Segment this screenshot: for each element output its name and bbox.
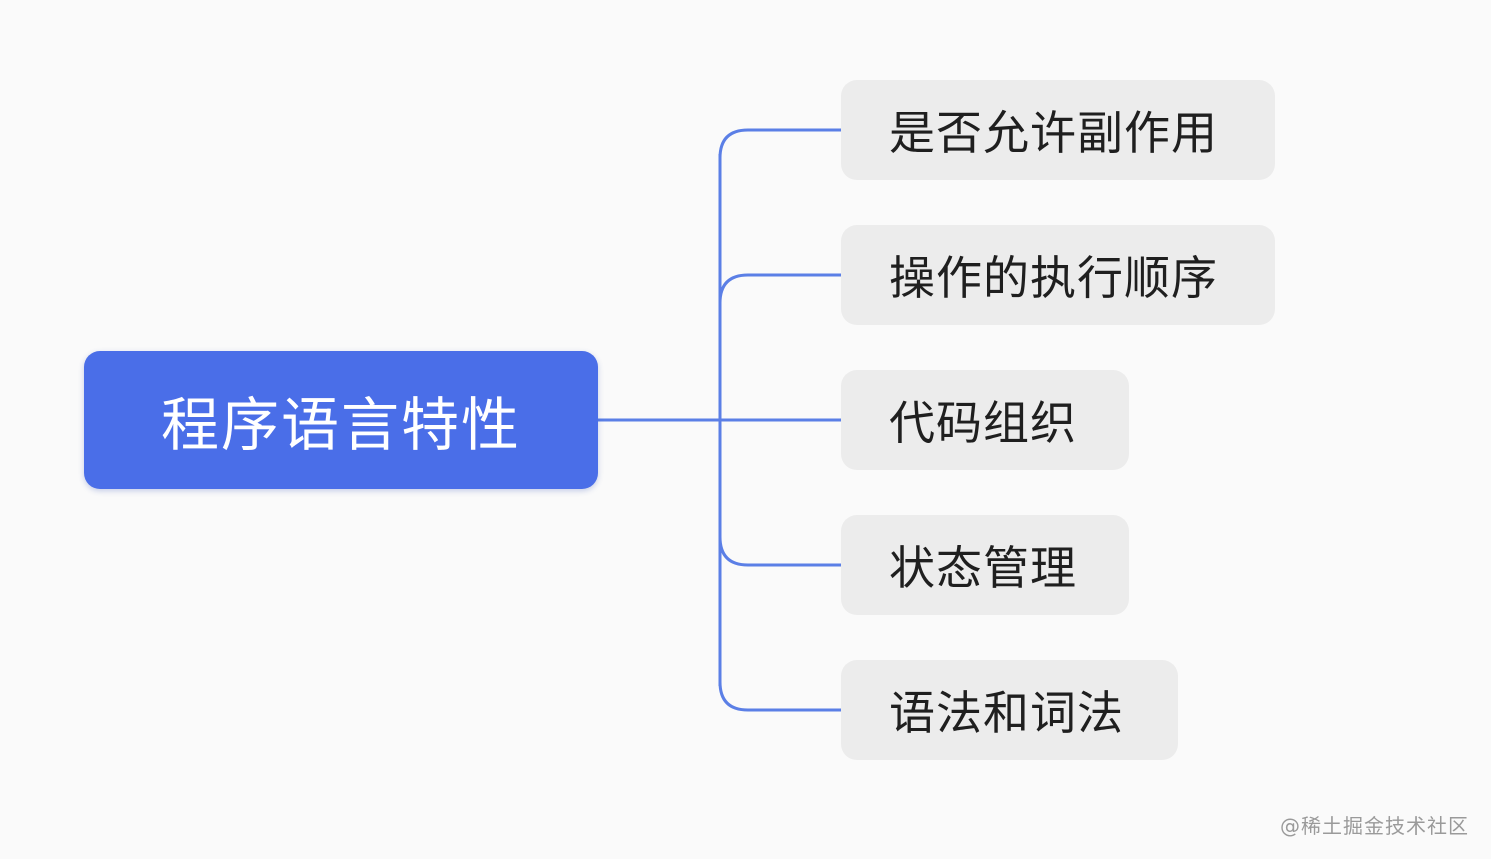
child-node-label: 是否允许副作用 xyxy=(889,106,1218,160)
child-node-label: 操作的执行顺序 xyxy=(889,251,1218,305)
site-watermark: @稀土掘金技术社区 xyxy=(1280,814,1469,838)
child-node-state-management[interactable]: 状态管理 xyxy=(841,515,1129,615)
child-node-execution-order[interactable]: 操作的执行顺序 xyxy=(841,225,1275,325)
connector-branch-3 xyxy=(718,536,841,567)
child-node-label: 语法和词法 xyxy=(889,686,1124,740)
root-node-label: 程序语言特性 xyxy=(160,391,521,459)
connector-branch-1 xyxy=(718,273,841,304)
child-node-side-effects[interactable]: 是否允许副作用 xyxy=(841,80,1275,180)
child-node-syntax-lexicon[interactable]: 语法和词法 xyxy=(841,660,1178,760)
connector-branch-4 xyxy=(718,681,841,712)
child-node-code-organization[interactable]: 代码组织 xyxy=(841,370,1129,470)
child-node-label: 代码组织 xyxy=(889,396,1077,450)
connector-branch-0 xyxy=(718,128,841,159)
root-node[interactable]: 程序语言特性 xyxy=(84,351,598,489)
child-node-label: 状态管理 xyxy=(889,541,1077,595)
